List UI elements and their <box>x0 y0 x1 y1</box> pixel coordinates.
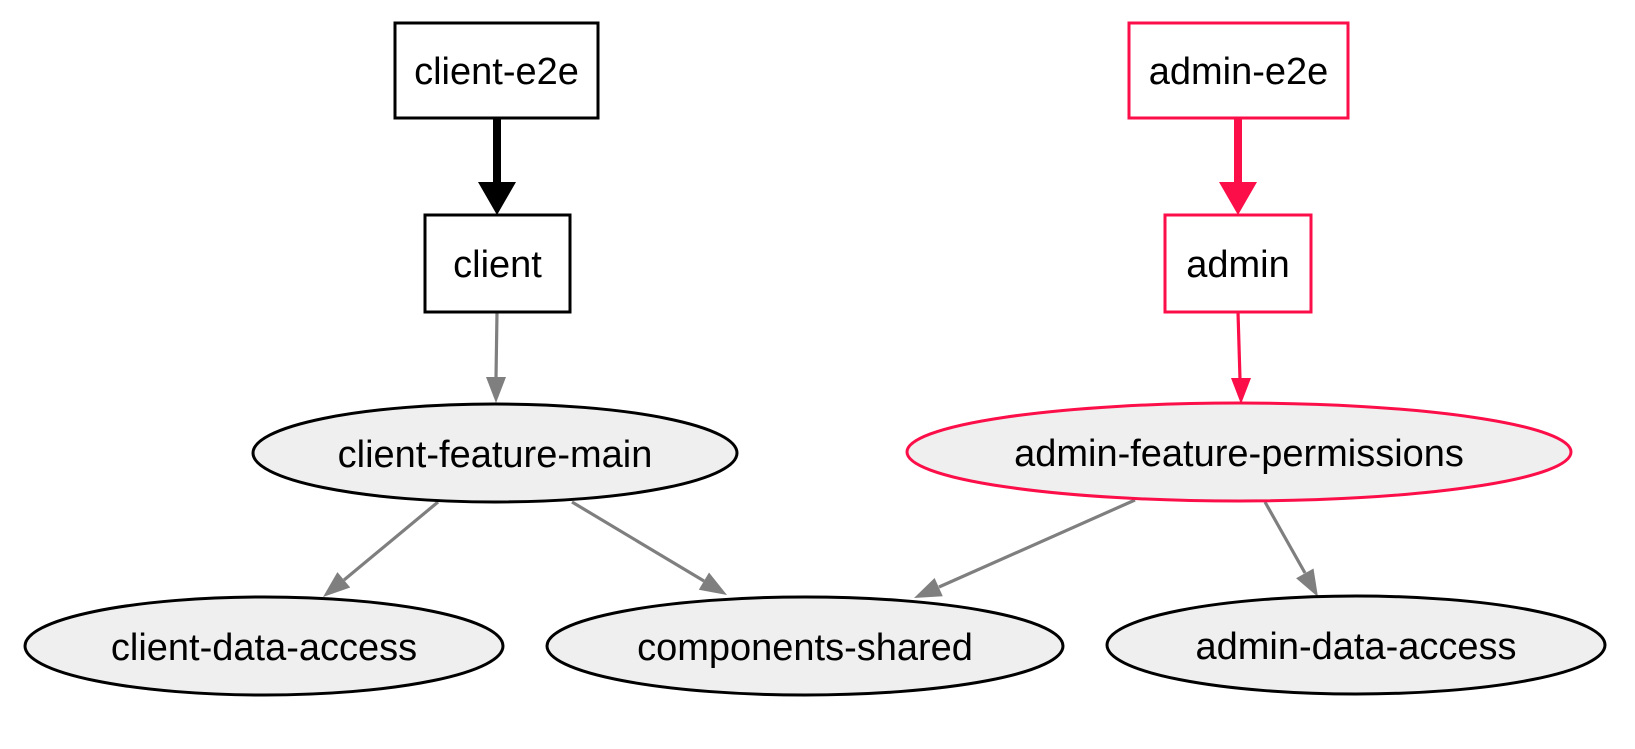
node-admin-e2e[interactable]: admin-e2e <box>1127 21 1350 120</box>
node-admin-label: admin <box>1186 244 1290 286</box>
edge-client-feature-main-to-client-data-access <box>323 500 440 597</box>
edge-admin-feature-permissions-to-components-shared-arrowhead <box>914 578 943 598</box>
edge-admin-feature-permissions-to-admin-data-access-arrowhead <box>1296 568 1318 597</box>
edge-client-to-client-feature-main <box>486 311 506 403</box>
edge-client-to-client-feature-main-arrowhead <box>486 377 506 403</box>
node-client-e2e-label: client-e2e <box>414 51 579 93</box>
edge-admin-to-admin-feature-permissions-line <box>1236 311 1242 380</box>
node-admin-e2e-label: admin-e2e <box>1149 51 1329 93</box>
edge-admin-feature-permissions-to-admin-data-access-line <box>1263 501 1307 574</box>
edge-admin-to-admin-feature-permissions <box>1231 311 1251 404</box>
node-admin-data-access-shape[interactable] <box>1105 594 1607 696</box>
edge-client-feature-main-to-client-data-access-line <box>342 500 440 582</box>
node-admin-shape[interactable] <box>1163 213 1313 314</box>
edge-client-feature-main-to-client-data-access-arrowhead <box>323 572 351 597</box>
node-client-label: client <box>453 244 542 286</box>
node-client-e2e[interactable]: client-e2e <box>393 21 600 120</box>
node-components-shared-shape[interactable] <box>545 595 1065 697</box>
node-client[interactable]: client <box>423 213 572 314</box>
edge-client-feature-main-to-components-shared-line <box>571 500 705 583</box>
node-components-shared[interactable]: components-shared <box>545 595 1065 697</box>
node-client-data-access-shape[interactable] <box>23 595 505 697</box>
edge-admin-feature-permissions-to-components-shared <box>914 498 1136 598</box>
edge-client-to-client-feature-main-line <box>494 311 499 379</box>
node-components-shared-label: components-shared <box>637 627 973 669</box>
node-admin-feature-permissions-shape[interactable] <box>905 401 1573 503</box>
node-admin-feature-permissions[interactable]: admin-feature-permissions <box>905 401 1573 503</box>
node-admin-feature-permissions-label: admin-feature-permissions <box>1014 433 1464 475</box>
edge-admin-to-admin-feature-permissions-arrowhead <box>1231 378 1251 404</box>
edge-client-e2e-to-client-arrowhead <box>478 182 516 215</box>
edge-admin-e2e-to-admin-arrowhead <box>1219 182 1257 215</box>
edge-admin-feature-permissions-to-components-shared-line <box>938 498 1136 589</box>
node-client-feature-main-shape[interactable] <box>251 402 739 504</box>
node-client-feature-main[interactable]: client-feature-main <box>251 402 739 504</box>
edge-admin-feature-permissions-to-admin-data-access <box>1263 501 1318 597</box>
node-client-feature-main-label: client-feature-main <box>338 434 653 476</box>
node-client-e2e-shape[interactable] <box>393 21 600 120</box>
edge-client-feature-main-to-components-shared <box>571 500 727 595</box>
node-client-data-access-label: client-data-access <box>111 627 417 669</box>
node-client-shape[interactable] <box>423 213 572 314</box>
edge-admin-e2e-to-admin <box>1219 118 1257 215</box>
node-admin-e2e-shape[interactable] <box>1127 21 1350 120</box>
node-admin[interactable]: admin <box>1163 213 1313 314</box>
node-admin-data-access-label: admin-data-access <box>1195 626 1516 668</box>
edge-client-feature-main-to-components-shared-arrowhead <box>698 572 727 595</box>
edge-client-e2e-to-client <box>478 118 516 215</box>
node-admin-data-access[interactable]: admin-data-access <box>1105 594 1607 696</box>
node-client-data-access[interactable]: client-data-access <box>23 595 505 697</box>
